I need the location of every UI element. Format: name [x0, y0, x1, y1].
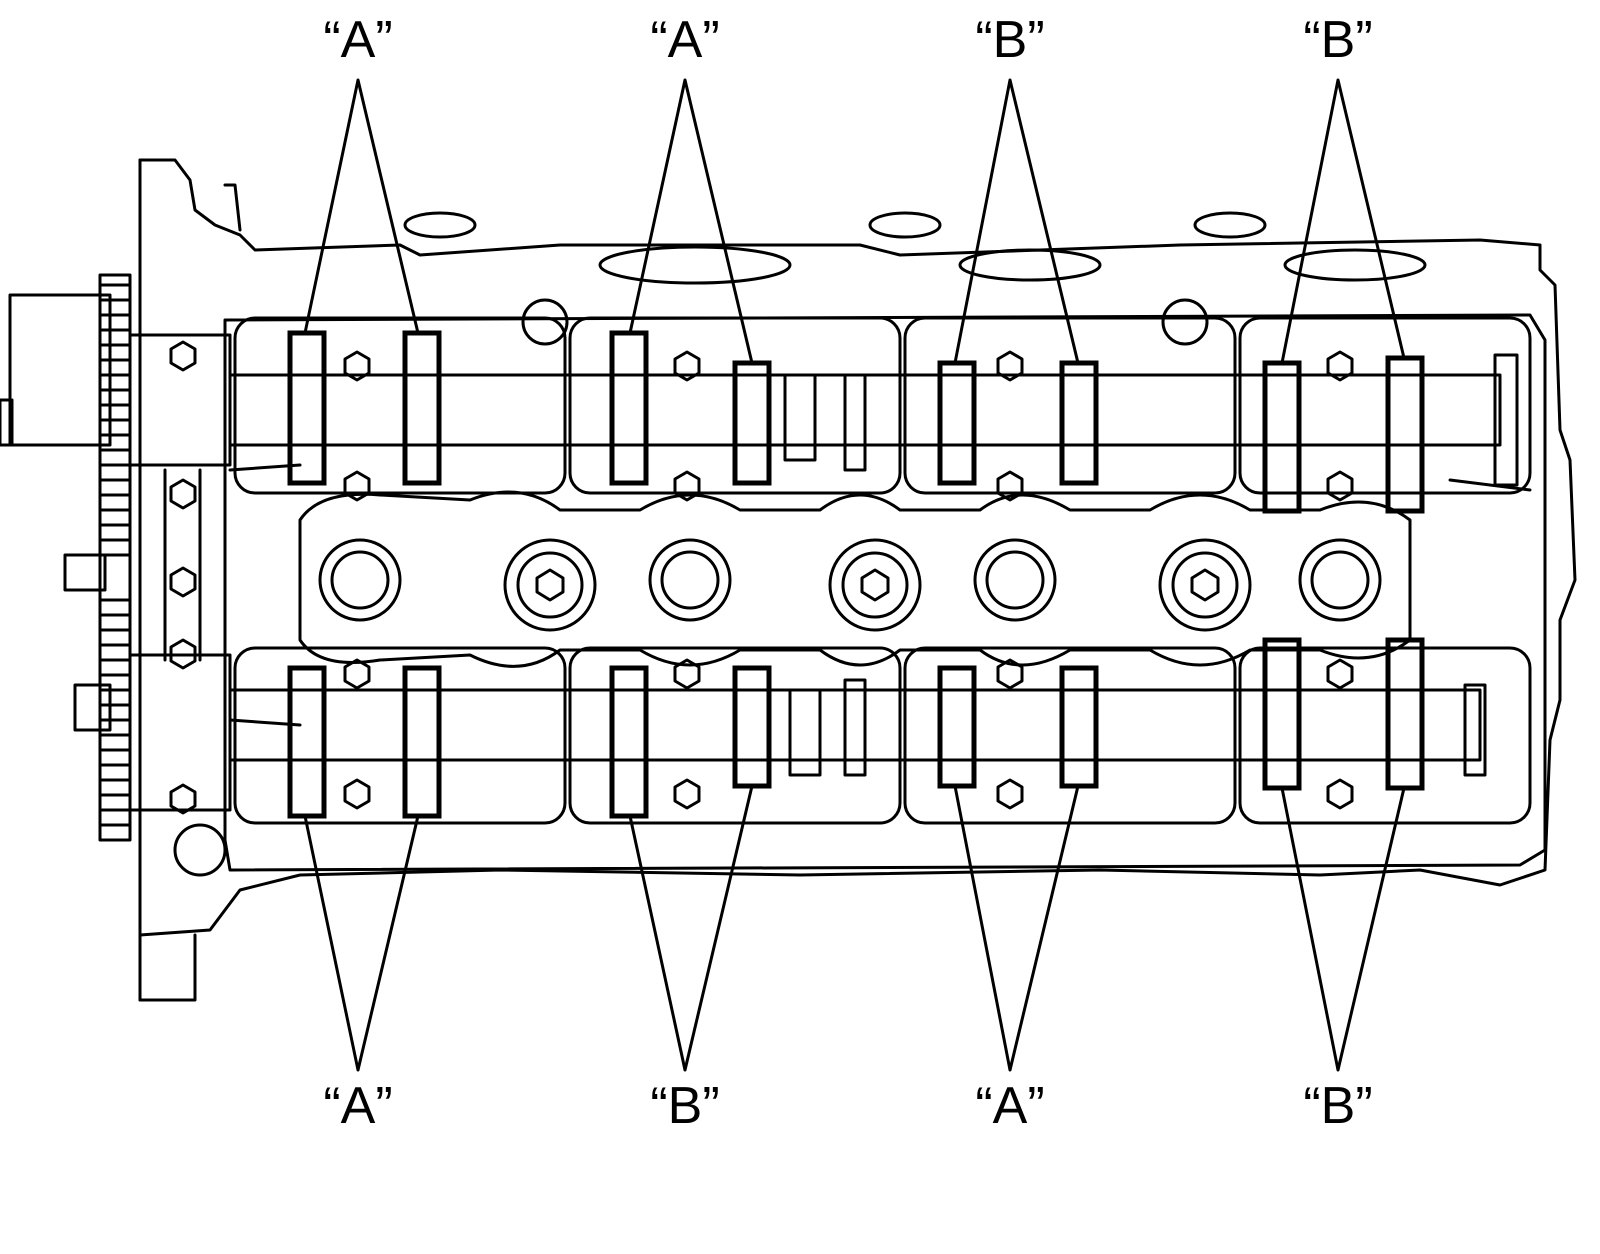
bearing-cap-outlines: [233, 316, 1532, 825]
top-callout-a-2: “A”: [650, 11, 720, 69]
cam-sprocket: [0, 273, 132, 842]
top-callout-a-1: “A”: [323, 11, 393, 69]
center-row: [173, 490, 1412, 877]
spark-plug-bosses: [403, 211, 1427, 346]
top-callout-b-1: “B”: [975, 11, 1045, 69]
cylinder-head-body: [138, 158, 1577, 1002]
intake-camshaft: [228, 353, 1519, 487]
top-callout-b-2: “B”: [1303, 11, 1373, 69]
leader-lines: [303, 78, 1406, 1072]
bottom-callout-b-1: “B”: [650, 1077, 720, 1135]
exhaust-camshaft: [228, 678, 1487, 777]
bottom-callout-b-2: “B”: [1303, 1077, 1373, 1135]
bottom-callout-a-1: “A”: [323, 1077, 393, 1135]
bottom-callout-a-2: “A”: [975, 1077, 1045, 1135]
cam-lobes: [287, 330, 1425, 819]
front-bearing-caps: [128, 333, 232, 815]
cap-bolts: [343, 350, 1354, 810]
